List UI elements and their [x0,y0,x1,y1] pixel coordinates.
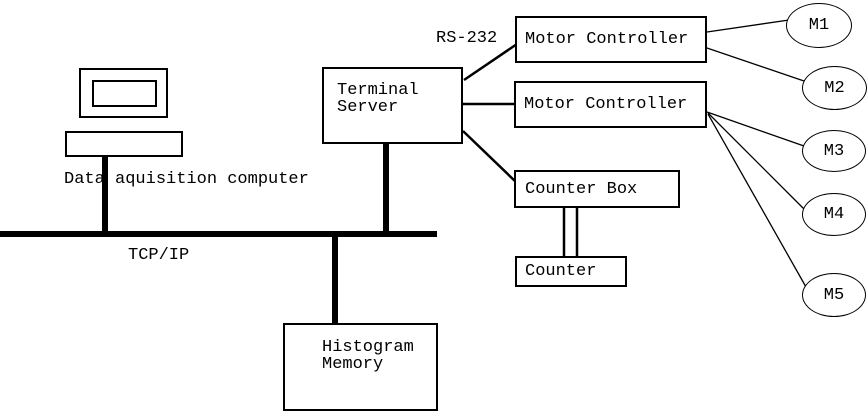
motor-m3-label: M3 [823,141,845,161]
terminal-server-node: Terminal Server [322,67,463,144]
motor-controller-2-to-m4-line [707,112,806,211]
tcpip-label: TCP/IP [128,246,190,265]
motor-controller-1-label: Motor Controller [525,30,689,49]
motor-m4-label: M4 [823,205,845,224]
motor-node-m1: M1 [786,3,852,48]
histogram-memory-label-line2: Memory [322,355,384,374]
rs232-terminal-server-to-motor-controller-1-line [463,42,518,82]
motor-node-m5: M5 [802,273,866,317]
counter-box-node: Counter Box [514,170,680,208]
motor-controller-2-node: Motor Controller [514,81,707,128]
motor-m1-label: M1 [808,16,830,35]
motor-node-m4: M4 [802,193,866,236]
motor-controller-1-to-m1-line [706,19,790,33]
counter-box-label: Counter Box [525,179,638,199]
computer-keyboard-icon [65,131,183,157]
motor-controller-1-to-m2-line [706,47,805,82]
motor-m2-label: M2 [824,78,845,98]
terminal-server-to-counter-box-line [462,130,518,184]
terminal-server-label-line2: Server [337,98,399,117]
motor-controller-1-node: Motor Controller [515,16,707,63]
motor-node-m2: M2 [802,66,867,110]
computer-monitor-screen-icon [92,80,157,107]
rs232-label: RS-232 [436,29,498,48]
histogram-memory-label-line1: Histogram [322,338,414,357]
histogram-memory-node: Histogram Memory [283,323,438,411]
counter-label: Counter [525,262,597,281]
motor-controller-2-label: Motor Controller [524,95,688,114]
motor-controller-2-to-m3-line [706,111,805,147]
motor-controller-2-to-m5-line [707,113,807,288]
data-acquisition-computer-label: Data aquisition computer [64,170,309,189]
counter-node: Counter [515,256,627,287]
motor-node-m3: M3 [802,130,866,172]
motor-m5-label: M5 [823,285,845,305]
terminal-server-label-line1: Terminal [337,81,419,100]
